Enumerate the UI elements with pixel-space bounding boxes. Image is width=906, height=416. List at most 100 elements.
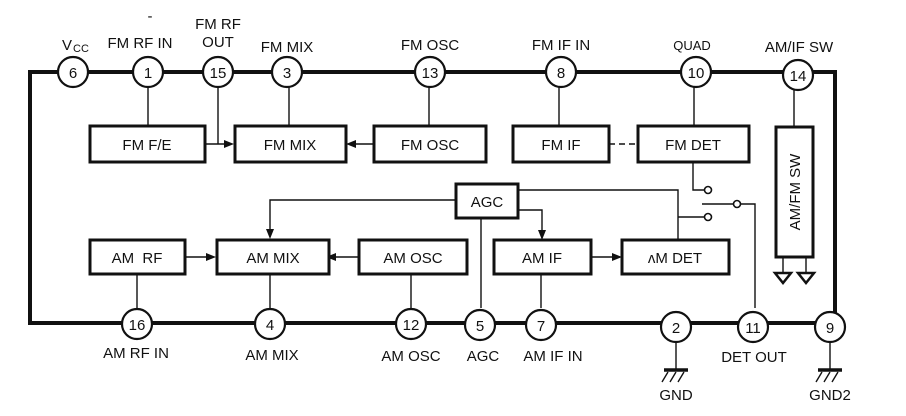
pin-label: DET OUT <box>721 349 787 366</box>
arrow-amrf-ammix <box>206 253 216 261</box>
block-label: FM F/E <box>122 137 171 154</box>
pin-label: QUAD <box>673 38 711 53</box>
ground-icon-gnd <box>661 368 688 383</box>
pin-label: FM IF IN <box>532 37 590 54</box>
block-fm-mix: FM MIX <box>233 124 348 164</box>
wire-agc-ammix <box>269 199 455 232</box>
pin-number: 16 <box>129 317 146 334</box>
block-label: FM IF <box>541 137 580 154</box>
block-label: AM RF <box>112 250 163 267</box>
pin-label: GND <box>659 387 693 404</box>
pin-label: AM IF IN <box>523 348 582 365</box>
pin-number: 3 <box>283 65 291 82</box>
pin-label: FM RF <box>195 16 241 33</box>
arrow-amif-amdet <box>612 253 622 261</box>
blocks: FM F/E FM MIX FM OSC FM IF FM DET AM/FM … <box>88 124 815 276</box>
pin-label: OUT <box>202 34 234 51</box>
pins-top: 6 V CC 1 - FM RF IN 15 FM RF OUT 3 FM MI… <box>56 8 834 92</box>
block-label: FM DET <box>665 137 721 154</box>
pin-number: 7 <box>537 318 545 335</box>
block-label: AM OSC <box>383 250 442 267</box>
pin-1: 1 - FM RF IN <box>108 8 173 89</box>
wire-switch-detout <box>739 203 756 308</box>
pin-11: 11 DET OUT <box>721 310 787 366</box>
wire-fmdet-switch <box>692 162 704 191</box>
block-fm-det: FM DET <box>636 124 751 164</box>
pin-label-overbar: - <box>148 8 153 25</box>
arrow-agc-ammix <box>266 229 274 239</box>
pin-4: 4 AM MIX <box>245 307 299 364</box>
pin-number: 14 <box>790 68 807 85</box>
pin-7: 7 AM IF IN <box>523 308 583 365</box>
pin-label: FM OSC <box>401 37 459 54</box>
pin-9: 9 GND2 <box>809 310 851 404</box>
pin-number: 13 <box>422 65 439 82</box>
pin-number: 10 <box>688 65 705 82</box>
pin-6: 6 V CC <box>56 37 90 89</box>
block-am-osc: AM OSC <box>357 238 469 276</box>
switch-contact-fm <box>703 185 713 195</box>
pin-number: 2 <box>672 320 680 337</box>
arrow-fmosc-fmmix <box>346 140 356 148</box>
ground-icon-gnd2 <box>815 368 842 383</box>
ic-boundary <box>28 70 837 325</box>
wire-agc-amdet <box>518 189 679 240</box>
block-am-if: AM IF <box>492 238 593 276</box>
pin-number: 5 <box>476 318 484 335</box>
block-am-fm-sw: AM/FM SW <box>774 125 815 259</box>
switch-common <box>732 199 742 209</box>
pin-number: 9 <box>826 320 834 337</box>
block-am-mix: AM MIX <box>215 238 331 276</box>
block-fm-if: FM IF <box>511 124 611 164</box>
pin-label: AGC <box>467 348 500 365</box>
block-label: FM MIX <box>264 137 317 154</box>
pin-number: 4 <box>266 317 274 334</box>
switch-contact-am <box>703 212 713 222</box>
block-label: FM OSC <box>401 137 459 154</box>
pin-label: AM OSC <box>381 348 440 365</box>
pin-13: 13 FM OSC <box>401 37 459 89</box>
pin-label: FM RF IN <box>108 35 173 52</box>
pin-5: 5 AGC <box>463 308 500 365</box>
wire-agc-amif <box>518 209 543 235</box>
pins-bottom: 16 AM RF IN 4 AM MIX 12 AM OSC 5 AGC 7 A… <box>103 307 851 404</box>
pin-number: 12 <box>403 317 420 334</box>
pin-number: 6 <box>69 65 77 82</box>
pin-connections <box>136 87 831 370</box>
ground-arrow-1 <box>772 271 794 286</box>
arrow-fmfe-fmmix <box>224 140 234 148</box>
pin-15: 15 FM RF OUT <box>195 16 241 89</box>
block-label: AGC <box>471 194 504 211</box>
pin-label: V <box>62 37 72 54</box>
pin-number: 11 <box>745 320 761 337</box>
pin-label: AM/IF SW <box>765 39 834 56</box>
block-label: AM IF <box>522 250 562 267</box>
arrowheads <box>206 140 817 286</box>
ic-outline <box>28 70 837 325</box>
block-label: AM MIX <box>246 250 299 267</box>
pin-label: AM RF IN <box>103 345 169 362</box>
pin-label-subscript: CC <box>73 43 89 55</box>
pin-12: 12 AM OSC <box>381 307 441 365</box>
pin-label: GND2 <box>809 387 851 404</box>
ground-symbols <box>661 368 842 383</box>
block-label: AM/FM SW <box>787 153 804 230</box>
pin-8: 8 FM IF IN <box>532 37 590 89</box>
arrow-agc-amif <box>538 230 546 240</box>
pin-label: AM MIX <box>245 347 298 364</box>
block-agc: AGC <box>454 182 520 220</box>
ground-arrow-2 <box>795 271 817 286</box>
pin-10: 10 QUAD <box>673 38 713 89</box>
pin-label: FM MIX <box>261 39 314 56</box>
det-switch <box>703 185 742 222</box>
pin-2: 2 GND <box>659 310 693 404</box>
arrow-amosc-ammix <box>326 253 336 261</box>
block-am-rf: AM RF <box>88 238 187 276</box>
block-fm-osc: FM OSC <box>372 124 488 164</box>
block-am-det: ʌM DET <box>620 238 731 276</box>
pin-3: 3 FM MIX <box>261 39 314 89</box>
pin-number: 1 <box>144 65 152 82</box>
pin-16: 16 AM RF IN <box>103 307 169 362</box>
pin-14: 14 AM/IF SW <box>765 39 834 92</box>
